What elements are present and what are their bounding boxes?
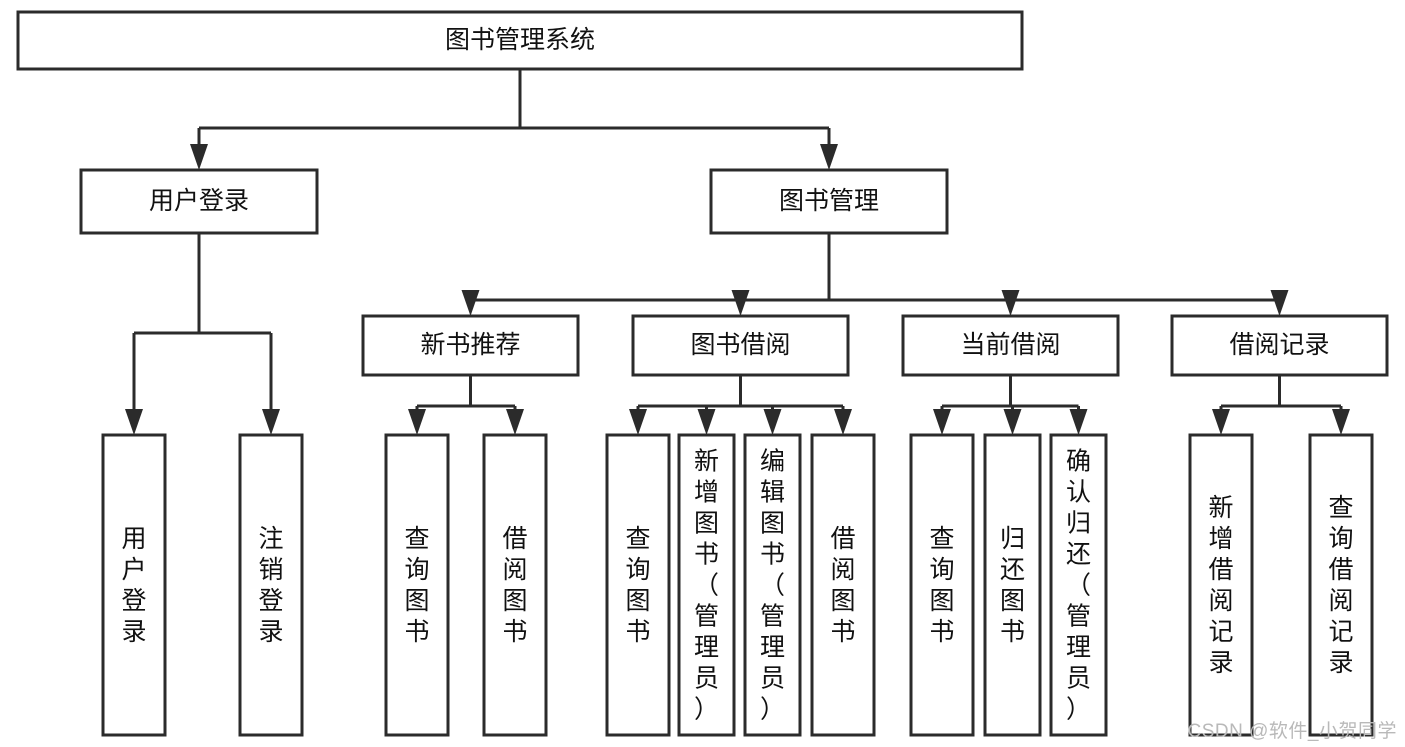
node-box-leaf-edit-book[interactable] — [743, 433, 802, 737]
grp-book_borrow-to-1-arrowhead — [697, 409, 716, 435]
node-label-leaf-add-book: 新增图书（管理员） — [694, 448, 719, 724]
node-leaf-borrow-book-brw[interactable]: 借阅图书 — [810, 433, 876, 737]
node-label-new-book-rec: 新书推荐 — [420, 331, 520, 359]
node-leaf-borrow-book-rec[interactable]: 借阅图书 — [482, 433, 548, 737]
node-leaf-edit-book[interactable]: 编辑图书（管理员） — [743, 433, 802, 737]
node-label-book-borrow: 图书借阅 — [690, 331, 790, 359]
node-box-leaf-return-book[interactable] — [983, 433, 1042, 737]
connectors-layer — [125, 69, 1350, 435]
node-box-leaf-confirm-return[interactable] — [1049, 433, 1108, 737]
grp-borrow_record-to-0-arrowhead — [1212, 409, 1230, 435]
node-box-book-manage[interactable] — [709, 168, 949, 235]
node-label-leaf-query-book-cur: 查询图书 — [929, 525, 954, 646]
node-box-root[interactable] — [16, 10, 1024, 71]
node-label-root: 图书管理系统 — [445, 26, 595, 54]
grp-new_book_rec-to-1-arrowhead — [506, 409, 524, 435]
node-box-leaf-add-record[interactable] — [1188, 433, 1254, 737]
node-label-leaf-confirm-return: 确认归还（管理员） — [1066, 448, 1091, 724]
nodes-layer: 图书管理系统用户登录图书管理新书推荐图书借阅当前借阅借阅记录用户登录注销登录查询… — [16, 10, 1389, 737]
node-box-leaf-query-book-rec[interactable] — [384, 433, 450, 737]
node-label-borrow-record: 借阅记录 — [1229, 331, 1329, 359]
node-label-leaf-edit-book: 编辑图书（管理员） — [760, 448, 785, 724]
node-box-leaf-add-book[interactable] — [677, 433, 736, 737]
node-box-leaf-query-book-cur[interactable] — [909, 433, 975, 737]
node-label-user-login: 用户登录 — [149, 187, 249, 215]
node-leaf-query-book-rec[interactable]: 查询图书 — [384, 433, 450, 737]
node-label-leaf-add-record: 新增借阅记录 — [1208, 494, 1233, 677]
node-box-leaf-logout[interactable] — [238, 433, 304, 737]
grp-new_book_rec-to-0-arrowhead — [408, 409, 426, 435]
grp-current_borrow-to-0-arrowhead — [933, 409, 951, 435]
node-box-leaf-query-book-brw[interactable] — [605, 433, 671, 737]
node-current-borrow[interactable]: 当前借阅 — [901, 314, 1120, 377]
node-box-new-book-rec[interactable] — [361, 314, 580, 377]
node-book-manage[interactable]: 图书管理 — [709, 168, 949, 235]
node-user-login[interactable]: 用户登录 — [79, 168, 319, 235]
node-root[interactable]: 图书管理系统 — [16, 10, 1024, 71]
node-label-leaf-logout: 注销登录 — [258, 525, 283, 646]
node-label-leaf-borrow-book-brw: 借阅图书 — [830, 525, 855, 646]
node-label-current-borrow: 当前借阅 — [960, 331, 1060, 359]
book-manage-to-0-arrowhead — [461, 290, 480, 316]
node-box-book-borrow[interactable] — [631, 314, 850, 377]
node-leaf-add-book[interactable]: 新增图书（管理员） — [677, 433, 736, 737]
node-label-leaf-query-record: 查询借阅记录 — [1328, 494, 1353, 677]
grp-borrow_record-to-1-arrowhead — [1332, 409, 1350, 435]
node-label-leaf-user-login: 用户登录 — [121, 525, 146, 646]
node-label-leaf-query-book-rec: 查询图书 — [404, 525, 429, 646]
book-manage-to-2-arrowhead — [1001, 290, 1020, 316]
grp-book_borrow-to-3-arrowhead — [834, 409, 852, 435]
node-label-leaf-borrow-book-rec: 借阅图书 — [502, 525, 527, 646]
grp-current_borrow-to-1-arrowhead — [1003, 409, 1022, 435]
book-manage-to-1-arrowhead — [731, 290, 750, 316]
book-manage-to-3-arrowhead — [1270, 290, 1289, 316]
grp-current_borrow-to-2-arrowhead — [1069, 409, 1088, 435]
node-book-borrow[interactable]: 图书借阅 — [631, 314, 850, 377]
node-box-borrow-record[interactable] — [1170, 314, 1389, 377]
node-box-user-login[interactable] — [79, 168, 319, 235]
node-leaf-return-book[interactable]: 归还图书 — [983, 433, 1042, 737]
node-leaf-add-record[interactable]: 新增借阅记录 — [1188, 433, 1254, 737]
node-new-book-rec[interactable]: 新书推荐 — [361, 314, 580, 377]
node-label-leaf-return-book: 归还图书 — [1000, 525, 1025, 646]
root-to-1-arrowhead — [820, 144, 838, 170]
node-box-current-borrow[interactable] — [901, 314, 1120, 377]
node-box-leaf-user-login[interactable] — [101, 433, 167, 737]
node-leaf-logout[interactable]: 注销登录 — [238, 433, 304, 737]
node-box-leaf-borrow-book-rec[interactable] — [482, 433, 548, 737]
node-leaf-confirm-return[interactable]: 确认归还（管理员） — [1049, 433, 1108, 737]
node-leaf-query-book-brw[interactable]: 查询图书 — [605, 433, 671, 737]
node-box-leaf-query-record[interactable] — [1308, 433, 1374, 737]
node-label-book-manage: 图书管理 — [779, 187, 879, 215]
grp-book_borrow-to-0-arrowhead — [629, 409, 647, 435]
grp-user_login-to-0-arrowhead — [125, 409, 143, 435]
root-to-0-arrowhead — [190, 144, 208, 170]
node-box-leaf-borrow-book-brw[interactable] — [810, 433, 876, 737]
node-leaf-query-book-cur[interactable]: 查询图书 — [909, 433, 975, 737]
csdn-watermark: CSDN @软件_小贺同学 — [1187, 721, 1397, 742]
node-label-leaf-query-book-brw: 查询图书 — [625, 525, 650, 646]
grp-user_login-to-1-arrowhead — [262, 409, 280, 435]
node-leaf-query-record[interactable]: 查询借阅记录 — [1308, 433, 1374, 737]
grp-book_borrow-to-2-arrowhead — [763, 409, 782, 435]
node-leaf-user-login[interactable]: 用户登录 — [101, 433, 167, 737]
node-borrow-record[interactable]: 借阅记录 — [1170, 314, 1389, 377]
